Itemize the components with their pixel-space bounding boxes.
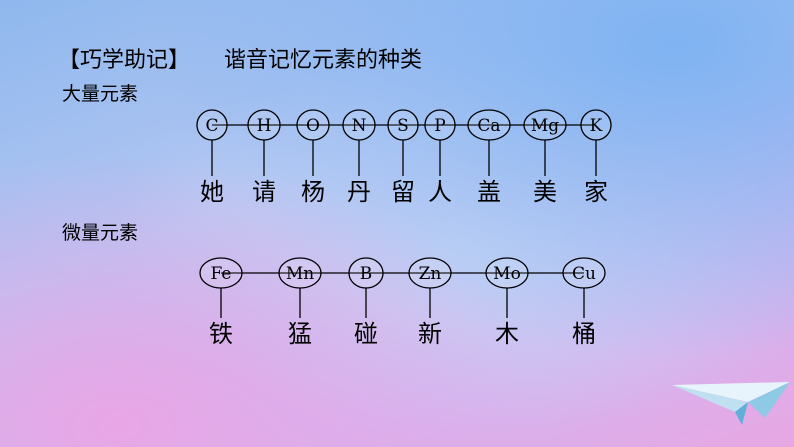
paper-plane-icon	[0, 0, 794, 447]
